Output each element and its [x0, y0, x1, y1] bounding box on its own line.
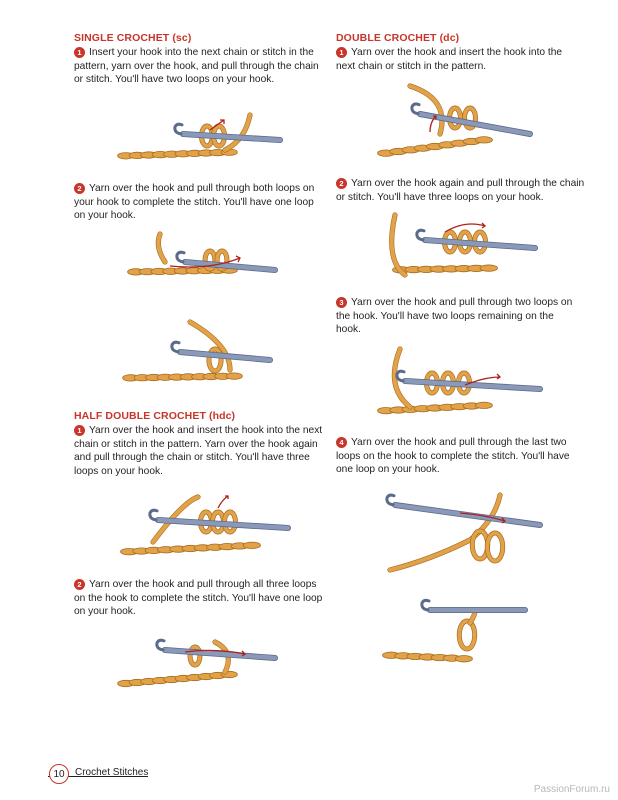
footer-section-title: Crochet Stitches — [75, 767, 149, 778]
hook-tip — [410, 102, 421, 116]
yarn-chain-link — [225, 372, 243, 380]
sc-step-1-text: Insert your hook into the next chain or … — [74, 47, 319, 86]
hdc-step-1-illustration — [120, 494, 291, 556]
hook-tip — [173, 122, 184, 136]
crochet-hook — [155, 517, 291, 531]
footer-rule — [48, 776, 148, 777]
direction-arrow — [217, 495, 229, 509]
step-number-badge: 2 — [74, 579, 85, 590]
crochet-hook — [182, 259, 278, 273]
hook-tip — [175, 250, 186, 264]
sc-step-2-text: Yarn over the hook and pull through both… — [74, 183, 315, 222]
yarn-chain-link — [242, 541, 261, 549]
yarn-chain-link — [479, 264, 498, 272]
step-number-badge: 4 — [336, 437, 347, 448]
dc-step-1-text: Yarn over the hook and insert the hook i… — [336, 47, 563, 72]
sc-step-2a-illustration — [127, 231, 278, 276]
crochet-hook — [402, 378, 543, 392]
yarn-strand — [408, 84, 444, 136]
step-number-badge: 3 — [336, 297, 347, 308]
yarn-loop — [462, 106, 478, 130]
yarn-strand — [388, 493, 502, 572]
direction-arrow — [429, 115, 437, 133]
dc-step-2-illustration — [389, 212, 538, 278]
half-double-crochet-heading: HALF DOUBLE CROCHET (hdc) — [74, 410, 236, 422]
yarn-loop — [215, 249, 229, 271]
yarn-strand — [188, 320, 232, 372]
hdc-step-2-illustration — [117, 638, 278, 688]
sc-step-1-illustration — [117, 112, 283, 160]
direction-arrow — [459, 512, 507, 524]
step-number-badge: 1 — [336, 47, 347, 58]
yarn-loop — [188, 645, 202, 667]
yarn-strand — [151, 495, 200, 544]
crochet-hook — [180, 131, 283, 143]
step-number-badge: 1 — [74, 47, 85, 58]
hdc-step-1-text: Yarn over the hook and insert the hook i… — [74, 425, 323, 477]
hook-tip — [385, 493, 396, 507]
hook-tip — [148, 508, 159, 522]
watermark: PassionForum.ru — [533, 784, 610, 795]
step-number-badge: 2 — [336, 178, 347, 189]
step-number-badge: 2 — [74, 183, 85, 194]
dc-step-3-illustration — [377, 346, 543, 415]
hook-tip — [170, 340, 181, 354]
dc-step-4b-illustration — [382, 598, 528, 663]
double-crochet-heading: DOUBLE CROCHET (dc) — [336, 32, 460, 44]
crochet-hook — [422, 237, 538, 251]
page-number: 10 — [49, 764, 69, 784]
yarn-loop — [207, 347, 223, 373]
dc-step-2-text: Yarn over the hook again and pull throug… — [336, 178, 585, 203]
hdc-step-2-text: Yarn over the hook and pull through all … — [74, 579, 323, 618]
dc-step-1-illustration — [377, 83, 533, 157]
yarn-strand — [389, 213, 407, 277]
single-crochet-heading: SINGLE CROCHET (sc) — [74, 32, 192, 44]
crochet-hook — [392, 502, 543, 528]
dc-step-4-text: Yarn over the hook and pull through the … — [336, 437, 570, 476]
yarn-chain-link — [474, 136, 493, 144]
yarn-loop — [485, 531, 505, 563]
yarn-chain-link — [455, 655, 473, 663]
direction-arrow — [464, 373, 502, 386]
hook-tip — [395, 369, 406, 383]
step-number-badge: 1 — [74, 425, 85, 436]
yarn-strand-outline — [222, 112, 253, 153]
hook-tip — [415, 228, 426, 242]
yarn-chain-link — [474, 401, 493, 409]
crochet-hook — [177, 349, 273, 363]
direction-arrow — [209, 119, 225, 131]
hook-tip — [420, 598, 431, 612]
dc-step-4a-illustration — [385, 492, 543, 573]
yarn-loop — [457, 619, 477, 651]
dc-step-3-text: Yarn over the hook and pull through two … — [336, 297, 573, 336]
crochet-hook — [162, 647, 278, 661]
direction-arrow — [444, 222, 487, 233]
direction-arrow — [169, 255, 241, 268]
direction-arrow — [184, 649, 247, 657]
hook-tip — [155, 638, 166, 652]
sc-step-2b-illustration — [122, 319, 273, 382]
yarn-strand — [156, 232, 167, 264]
crochet-hook — [417, 111, 533, 137]
yarn-strand — [392, 347, 412, 409]
